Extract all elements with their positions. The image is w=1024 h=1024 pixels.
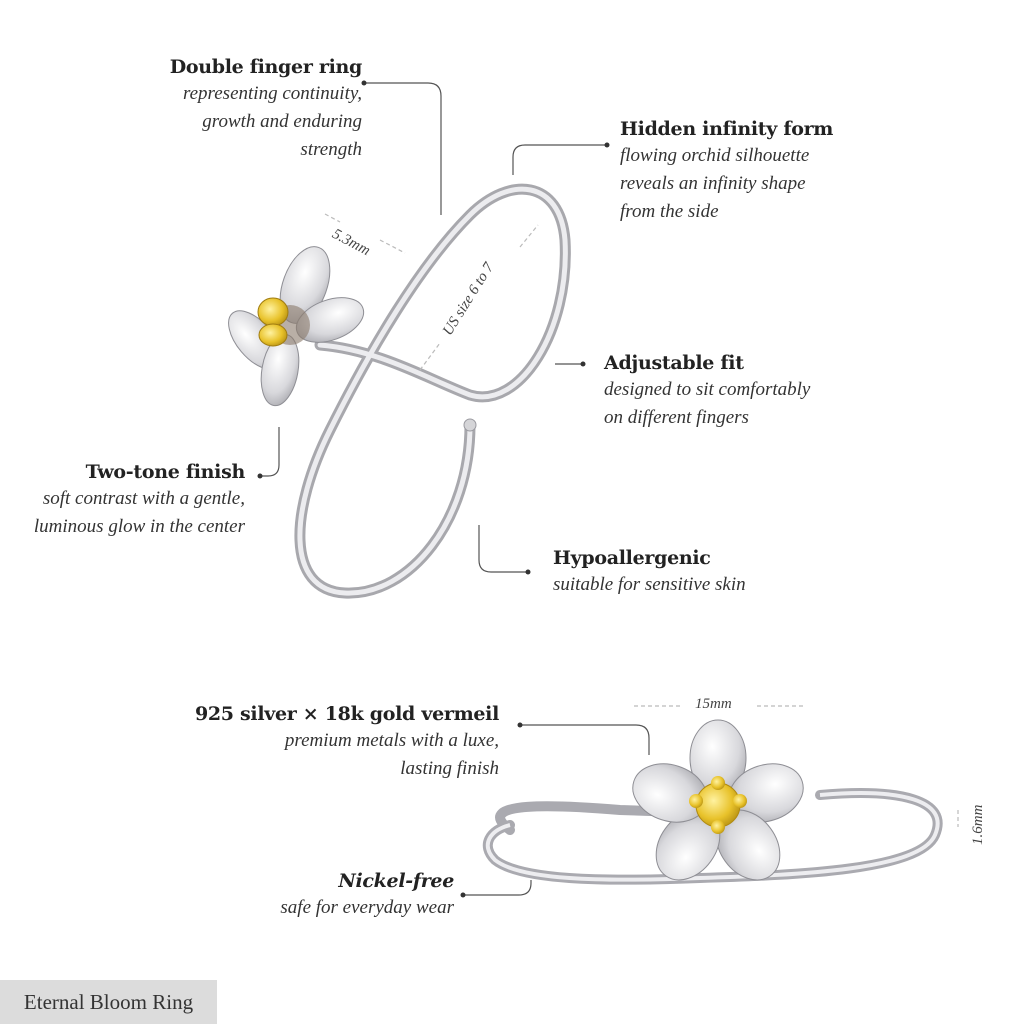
feature-description: representing continuity, growth and endu… <box>182 83 362 160</box>
feature-title: Hypoallergenic <box>553 547 711 569</box>
bottom-flower <box>632 719 804 881</box>
top-flower <box>228 246 365 407</box>
dimension-lines <box>324 213 959 827</box>
feature-title: Adjustable fit <box>604 352 744 374</box>
dimension-band-thickness: 1.6mm <box>970 804 986 845</box>
feature-title: Double finger ring <box>169 56 363 78</box>
feature-title: Hidden infinity form <box>620 118 834 140</box>
feature-hypoallergenic: Hypoallergenic suitable for sensitive sk… <box>553 547 746 599</box>
feature-description: suitable for sensitive skin <box>553 574 746 595</box>
dimension-flower-width: 15mm <box>695 696 732 712</box>
feature-description: safe for everyday wear <box>280 897 454 918</box>
feature-description: flowing orchid silhouette reveals an inf… <box>620 145 810 222</box>
feature-title: Nickel-free <box>338 870 454 892</box>
feature-title: 925 silver × 18k gold vermeil <box>194 703 499 725</box>
product-name-badge: Eternal Bloom Ring <box>0 980 217 1024</box>
callout-dots <box>257 80 610 898</box>
top-ring-side-view <box>294 183 571 599</box>
feature-description: soft contrast with a gentle, luminous gl… <box>33 488 245 537</box>
callout-lines <box>260 82 650 896</box>
feature-description: premium metals with a luxe, lasting fini… <box>284 730 499 779</box>
feature-title: Two-tone finish <box>85 461 246 483</box>
feature-double-finger-ring: Double finger ring representing continui… <box>169 56 363 164</box>
feature-adjustable-fit: Adjustable fit designed to sit comfortab… <box>604 352 810 432</box>
feature-two-tone-finish: Two-tone finish soft contrast with a gen… <box>34 461 245 541</box>
feature-hidden-infinity-form: Hidden infinity form flowing orchid silh… <box>620 118 833 226</box>
feature-description: designed to sit comfortably on different… <box>604 379 811 428</box>
feature-nickel-free: Nickel-free safe for everyday wear <box>280 870 454 922</box>
feature-silver-gold-vermeil: 925 silver × 18k gold vermeil premium me… <box>195 703 499 783</box>
